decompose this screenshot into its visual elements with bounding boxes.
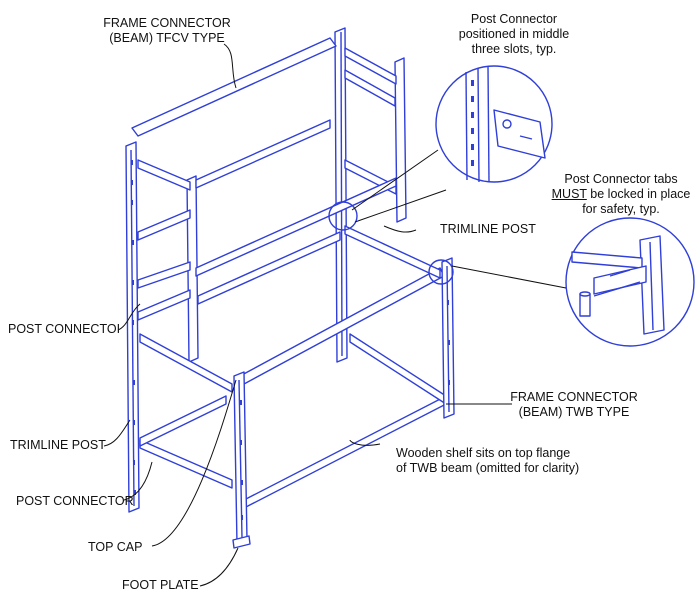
post-connector-upper-label: POST CONNECTOI <box>8 322 121 336</box>
trimline-post-left-label: TRIMLINE POST <box>10 438 106 452</box>
top-cap-label: TOP CAP <box>88 540 143 554</box>
frame-connector-twb-label: FRAME CONNECTOR (BEAM) TWB TYPE <box>506 390 642 420</box>
trimline-post-right-label: TRIMLINE POST <box>440 222 536 236</box>
tabs-line1: Post Connector tabs <box>564 172 678 186</box>
frame-connector-tfcv-line1: FRAME CONNECTOR <box>103 16 231 30</box>
left-trimline-post <box>125 141 140 513</box>
post-connector-detail-line2: positioned in middle <box>458 27 570 41</box>
wooden-shelf-line2: of TWB beam (omitted for clarity) <box>396 461 580 475</box>
wooden-shelf-note: Wooden shelf sits on top flange of TWB b… <box>396 446 579 476</box>
tab-callout-circle <box>428 259 454 285</box>
post-connector-detail-note: Post Connector positioned in middle thre… <box>434 12 594 57</box>
connector-callout-circle <box>328 201 358 231</box>
frame-connector-twb-line2: (BEAM) TWB TYPE <box>518 405 630 419</box>
post-connector-detail <box>435 65 553 183</box>
lower-shelf-unit <box>139 225 455 549</box>
post-connector-detail-line3: three slots, typ. <box>471 42 557 56</box>
tabs-line2: MUST be locked in place <box>542 187 700 202</box>
post-connector-detail-line1: Post Connector <box>470 12 558 26</box>
tabs-line3: for safety, typ. <box>582 202 660 216</box>
post-connector-tabs-detail <box>565 217 695 347</box>
tabs-line2-rest: be locked in place <box>586 187 691 201</box>
post-connector-lower-label: POST CONNECTOR <box>16 494 134 508</box>
post-slots <box>131 160 450 520</box>
frame-connector-tfcv-line2: (BEAM) TFCV TYPE <box>109 31 225 45</box>
wooden-shelf-line1: Wooden shelf sits on top flange <box>396 446 571 460</box>
leader-lines <box>103 43 567 587</box>
foot-plate-label: FOOT PLATE <box>122 578 199 592</box>
frame-connector-tfcv-label: FRAME CONNECTOR (BEAM) TFCV TYPE <box>92 16 242 46</box>
tabs-must-emphasis: MUST <box>551 187 587 201</box>
frame-connector-twb-line1: FRAME CONNECTOR <box>510 390 638 404</box>
post-connector-tabs-note: Post Connector tabs MUST be locked in pl… <box>542 172 700 217</box>
